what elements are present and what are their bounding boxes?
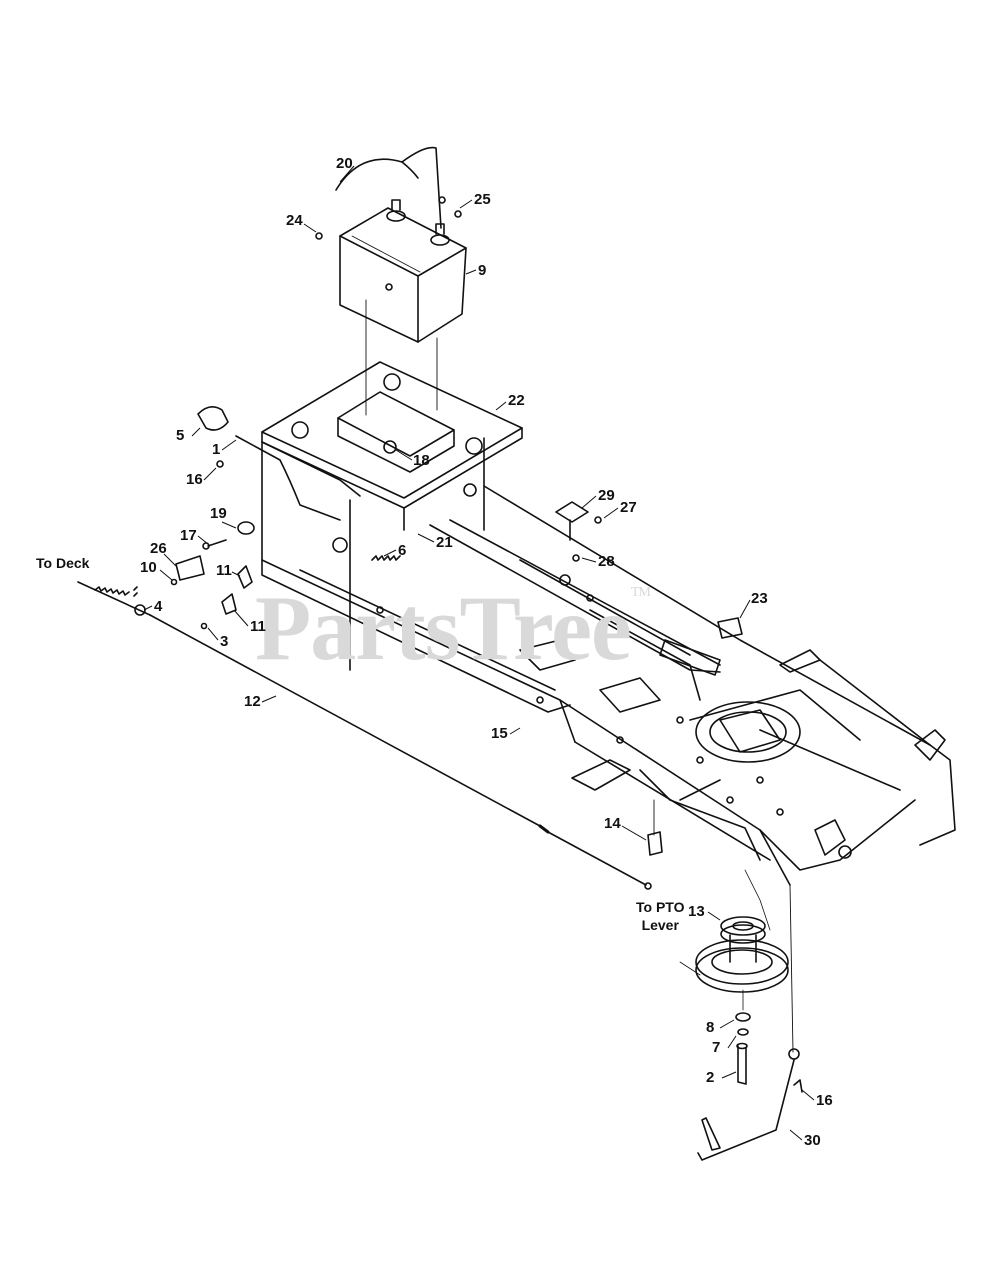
callout-28[interactable]: 28 xyxy=(598,553,615,570)
battery xyxy=(339,199,467,343)
callout-30[interactable]: 30 xyxy=(804,1132,821,1149)
callout-10[interactable]: 10 xyxy=(140,559,157,576)
note-to-deck: To Deck xyxy=(36,555,90,571)
callout-14[interactable]: 14 xyxy=(604,815,621,832)
callout-2[interactable]: 2 xyxy=(706,1069,715,1086)
callout-18[interactable]: 18 xyxy=(413,452,430,469)
callout-16-bottom[interactable]: 16 xyxy=(816,1092,833,1109)
note-to-pto-line1: To PTO xyxy=(636,899,685,915)
callout-17[interactable]: 17 xyxy=(180,527,197,544)
lever-knob xyxy=(197,406,229,431)
battery-tray xyxy=(261,361,523,561)
callout-19[interactable]: 19 xyxy=(210,505,227,522)
hardware-items xyxy=(133,196,743,856)
callout-27[interactable]: 27 xyxy=(620,499,637,516)
callout-29[interactable]: 29 xyxy=(598,487,615,504)
callout-1[interactable]: 1 xyxy=(212,441,221,458)
callout-11-upper[interactable]: 11 xyxy=(216,562,232,579)
callout-20[interactable]: 20 xyxy=(336,155,353,172)
callout-7[interactable]: 7 xyxy=(712,1039,721,1056)
callout-12[interactable]: 12 xyxy=(244,693,261,710)
callout-11-lower[interactable]: 11 xyxy=(250,618,266,635)
callout-24[interactable]: 24 xyxy=(286,212,303,229)
pto-cable xyxy=(77,581,652,890)
callout-16-top[interactable]: 16 xyxy=(186,471,203,488)
callout-25[interactable]: 25 xyxy=(474,191,491,208)
callout-3[interactable]: 3 xyxy=(220,633,229,650)
spring xyxy=(371,555,401,561)
pulley-assembly xyxy=(679,916,789,1085)
note-to-pto-line2: Lever xyxy=(641,917,679,933)
lever-rod xyxy=(235,435,341,521)
callout-15[interactable]: 15 xyxy=(491,725,508,742)
callout-21[interactable]: 21 xyxy=(436,534,453,551)
callout-6[interactable]: 6 xyxy=(398,542,407,559)
callout-8[interactable]: 8 xyxy=(706,1019,715,1036)
callout-26[interactable]: 26 xyxy=(150,540,167,557)
callout-4[interactable]: 4 xyxy=(154,598,163,615)
lift-rod xyxy=(697,869,803,1161)
callout-5[interactable]: 5 xyxy=(176,427,185,444)
note-to-pto-lever: To PTO Lever xyxy=(636,898,684,934)
callout-9[interactable]: 9 xyxy=(478,262,487,279)
callout-22[interactable]: 22 xyxy=(508,392,525,409)
callout-13[interactable]: 13 xyxy=(688,903,705,920)
tractor-frame xyxy=(261,441,956,886)
callout-23[interactable]: 23 xyxy=(751,590,768,607)
